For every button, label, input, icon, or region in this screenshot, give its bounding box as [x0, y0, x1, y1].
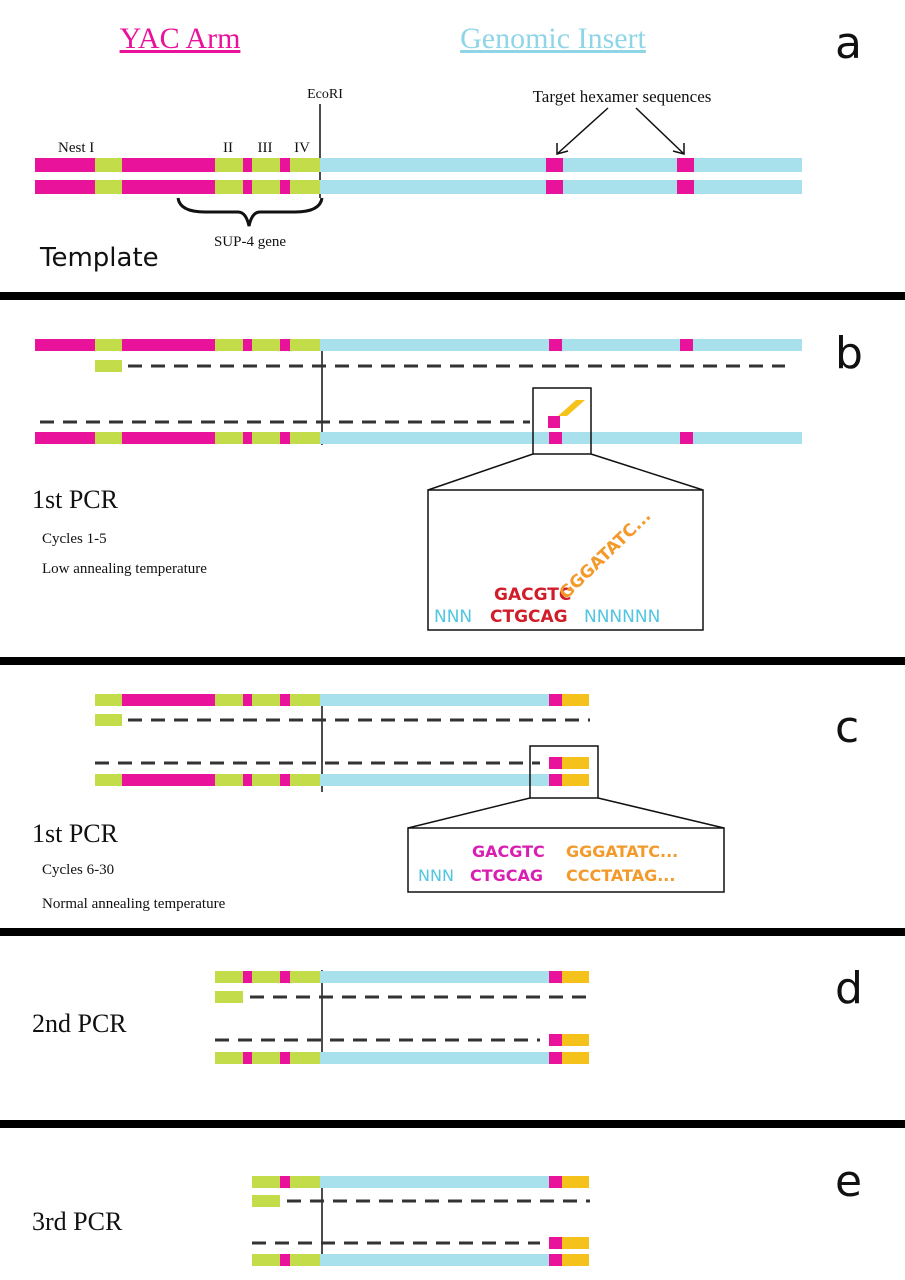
inset-c-bottom-hexamer: CTGCAG	[470, 866, 543, 885]
primer-hexamer-d	[549, 1034, 562, 1046]
template-bottom-strand	[35, 180, 802, 194]
separator-ab	[0, 292, 905, 300]
separator-cd	[0, 928, 905, 936]
ecori-label: EcoRI	[307, 87, 343, 102]
primer-nest-i-c	[95, 714, 122, 726]
panel-d-letter: d	[835, 963, 863, 1014]
separator-bc	[0, 657, 905, 665]
primer-nest-iii-e	[252, 1195, 280, 1207]
inset-b-bottom-hexamer: CTGCAG	[490, 607, 568, 627]
inset-c-top-tail: GGGATATC...	[566, 842, 678, 861]
panel-c-temperature: Normal annealing temperature	[42, 896, 226, 912]
primer-tail-e	[562, 1237, 589, 1249]
strand-c-top	[95, 694, 589, 706]
inset-c-top-hexamer: GACGTC	[472, 842, 545, 861]
primer-tail-d	[562, 1034, 589, 1046]
sup4-label: SUP-4 gene	[214, 234, 286, 250]
panel-c: c GACGTC	[32, 694, 859, 912]
nest-i-label: Nest I	[58, 140, 94, 156]
inset-b	[427, 489, 704, 631]
strand-d-top	[215, 971, 589, 983]
separator-de	[0, 1120, 905, 1128]
panel-b-temperature: Low annealing temperature	[42, 561, 207, 577]
strand-d-bottom	[215, 1052, 589, 1064]
primer-nest-i-b	[95, 360, 122, 372]
panel-a: EcoRI Target hexamer sequences Nest I II…	[35, 87, 802, 273]
nest-iii-label: III	[258, 140, 273, 156]
panel-c-title: 1st PCR	[32, 819, 119, 848]
inset-b-bottom-n2: NNNNNN	[584, 607, 660, 627]
panel-a-letter: a	[835, 18, 862, 69]
annealed-hexamer-b	[548, 416, 560, 428]
target-hexamer-label: Target hexamer sequences	[533, 87, 712, 106]
panel-e-title: 3rd PCR	[32, 1207, 123, 1236]
strand-b-bottom	[35, 432, 802, 444]
panel-b-letter: b	[835, 328, 863, 379]
panel-e: e 3rd PCR	[32, 1156, 862, 1266]
zoom-box-c	[529, 745, 599, 799]
nest-ii-label: II	[223, 140, 233, 156]
zoom-line-b-left	[427, 453, 534, 491]
panel-e-letter: e	[835, 1156, 862, 1207]
template-top-strand	[35, 158, 802, 172]
primer-hexamer-e	[549, 1237, 562, 1249]
zoom-line-c-right	[597, 797, 725, 829]
template-label: Template	[39, 243, 159, 273]
panel-b-cycles: Cycles 1-5	[42, 531, 107, 547]
yac-arm-header: YAC Arm	[120, 22, 241, 55]
panel-b: b GACGTC	[32, 328, 863, 631]
inset-c	[407, 827, 725, 893]
strand-c-bottom	[95, 774, 589, 786]
strand-e-bottom	[252, 1254, 589, 1266]
panel-b-title: 1st PCR	[32, 485, 119, 514]
sup4-brace	[176, 197, 324, 227]
panel-c-letter: c	[835, 702, 859, 753]
zoom-line-c-left	[407, 797, 531, 829]
genomic-insert-header: Genomic Insert	[460, 22, 646, 55]
zoom-box-b	[532, 387, 592, 455]
inset-b-bottom-n1: NNN	[434, 607, 472, 627]
panel-d: d 2nd PCR	[32, 963, 863, 1064]
primer-nest-ii-d	[215, 991, 243, 1003]
panel-c-cycles: Cycles 6-30	[42, 862, 114, 878]
inset-c-bottom-n1: NNN	[418, 866, 454, 885]
zoom-line-b-right	[590, 453, 704, 491]
nest-iv-label: IV	[294, 140, 310, 156]
strand-e-top	[252, 1176, 589, 1188]
target-arrows	[556, 107, 685, 155]
inset-b-top-hexamer: GACGTC	[494, 585, 571, 605]
primer-hexamer-c	[549, 757, 562, 769]
panel-d-title: 2nd PCR	[32, 1009, 127, 1038]
mismatched-tail-b	[558, 400, 585, 416]
primer-tail-c	[562, 757, 589, 769]
inset-c-bottom-tail: CCCTATAG...	[566, 866, 675, 885]
strand-b-top	[35, 339, 802, 351]
